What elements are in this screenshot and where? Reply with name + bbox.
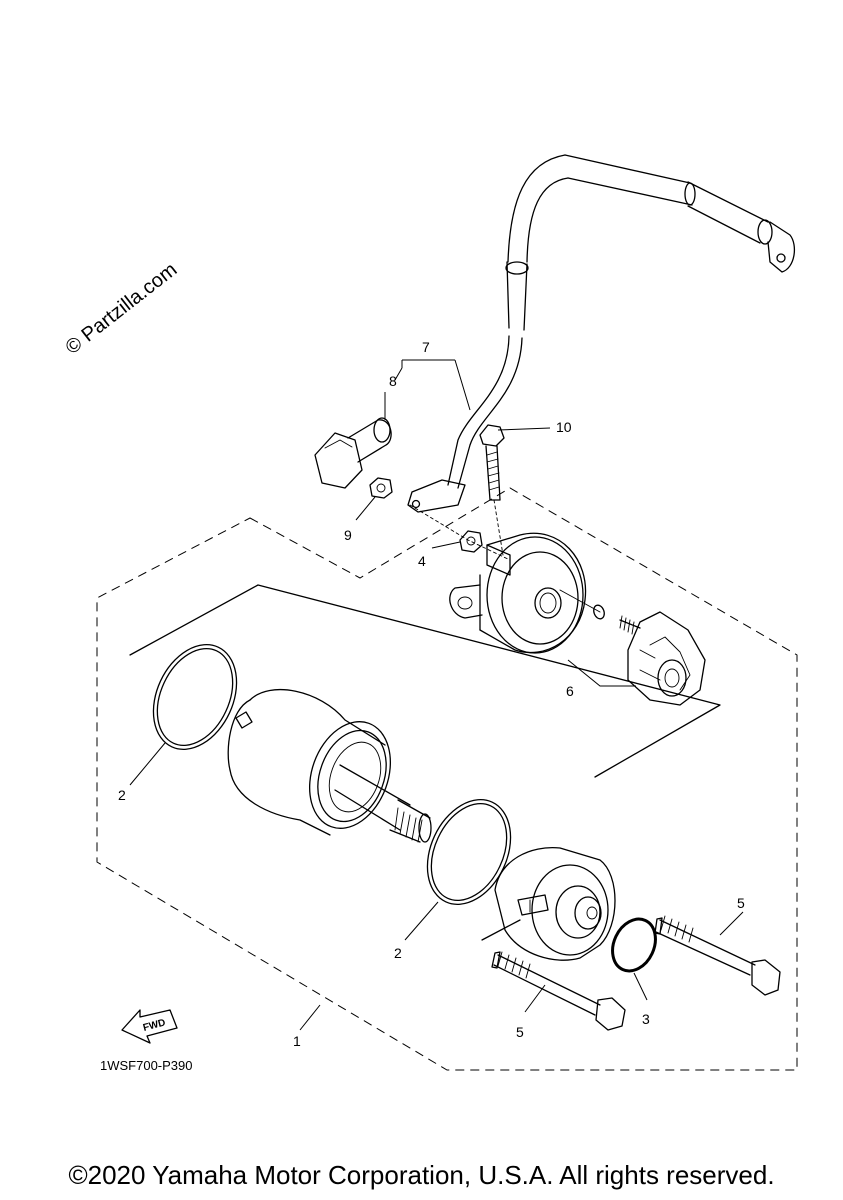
rear-cover [449,532,601,654]
brush-holder [619,611,706,706]
copyright-notice: ©2020 Yamaha Motor Corporation, U.S.A. A… [68,1160,775,1190]
callout-5-lower: 5 [516,1024,524,1040]
bolt-5-upper [654,915,781,996]
callout-9: 9 [344,527,352,543]
watermark: © Partzilla.com [62,259,182,359]
fwd-arrow-icon: FWD [121,1009,178,1044]
assembly-boundary [96,487,798,1071]
o-ring [611,917,657,973]
callout-3: 3 [642,1011,650,1027]
callout-1: 1 [293,1033,301,1049]
callout-7: 7 [422,339,430,355]
front-cover [481,846,616,961]
callout-8: 8 [389,373,397,389]
gasket-upper-inner [156,647,234,747]
starter-cable [407,154,796,513]
callout-5-upper: 5 [737,895,745,911]
callout-4: 4 [418,553,426,569]
gasket-lower-inner [430,802,508,902]
motor-body [227,688,432,843]
callout-6: 6 [566,683,574,699]
terminal-cap [314,417,392,489]
nut-4 [459,530,483,553]
bolt-10 [479,424,505,501]
gasket-lower [426,798,512,906]
callout-2-upper: 2 [118,787,126,803]
bolt-5-lower [491,951,626,1031]
small-o-ring [593,604,605,620]
nut [369,477,393,499]
diagram-code: 1WSF700-P390 [100,1058,193,1073]
kit-outline [129,584,721,778]
gasket-upper [152,643,238,751]
callout-10: 10 [556,419,572,435]
callout-2-lower: 2 [394,945,402,961]
